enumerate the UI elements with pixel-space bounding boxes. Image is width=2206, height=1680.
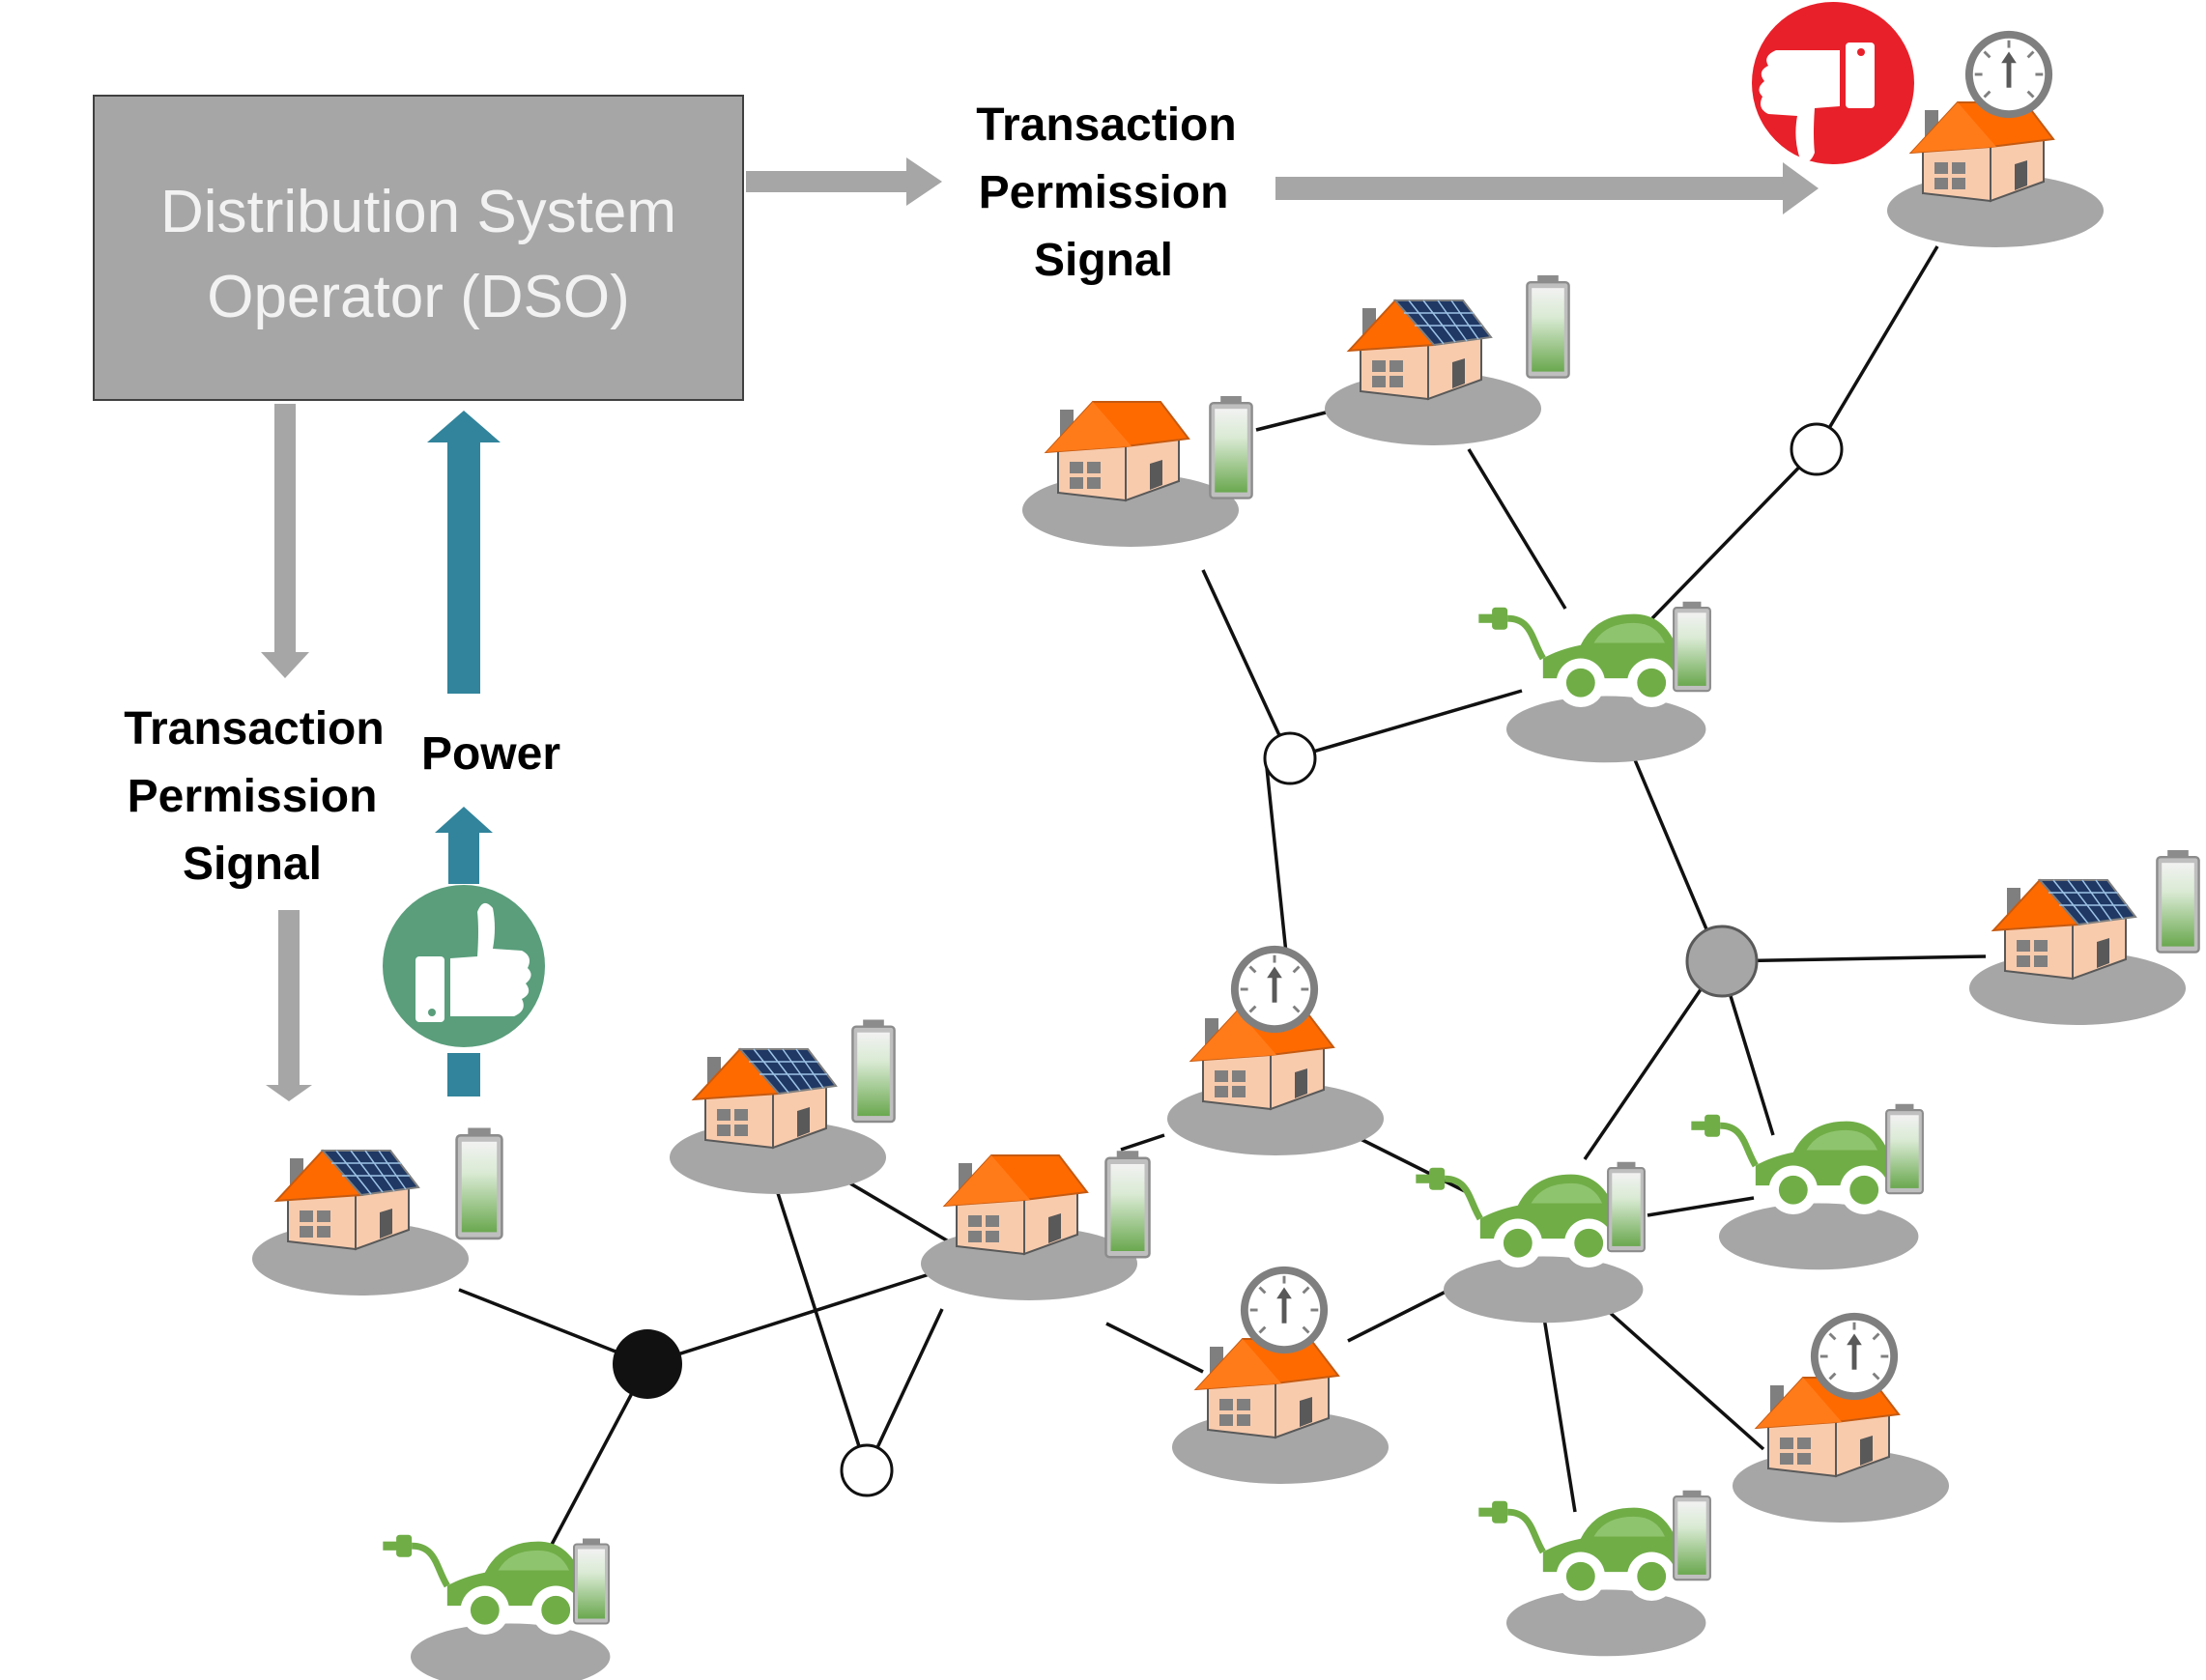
- ev-4: [1416, 1160, 1645, 1324]
- power-label: Power: [421, 728, 560, 780]
- house-1: [920, 1149, 1151, 1301]
- dso-title-line-2: Operator (DSO): [207, 264, 630, 330]
- left-signal-label-1: Transaction: [124, 703, 384, 755]
- house-2: [1021, 394, 1254, 548]
- network-junctions: [613, 422, 1844, 1497]
- junction: [840, 1443, 894, 1497]
- junction: [1790, 422, 1844, 476]
- house-meter-3: [1886, 31, 2105, 248]
- ev-5: [1478, 1489, 1712, 1657]
- solar-house-2: [669, 1018, 896, 1195]
- signal-arrow-top-right: [1275, 162, 1819, 214]
- power-arrow-lower: [435, 807, 493, 1096]
- signal-arrow-down-lower: [266, 910, 312, 1101]
- thumbs-up-icon: [383, 885, 545, 1047]
- left-signal-label-3: Signal: [183, 839, 322, 890]
- dso-box: Distribution System Operator (DSO): [93, 95, 744, 401]
- top-signal-label-3: Signal: [1034, 235, 1173, 286]
- ev-1: [383, 1535, 610, 1680]
- power-arrow-upper: [427, 411, 501, 694]
- meter-gauge-icon: [1811, 1313, 1898, 1400]
- ev-3: [1691, 1102, 1925, 1270]
- solar-house-4: [1968, 848, 2201, 1026]
- meter-gauge-icon: [1231, 946, 1318, 1033]
- house-meter-4: [1732, 1313, 1950, 1523]
- top-signal-label-2: Permission: [979, 167, 1229, 218]
- ev-2: [1478, 600, 1712, 763]
- dso-title-line-1: Distribution System: [160, 179, 676, 245]
- thumbs-down-icon: [1752, 2, 1914, 164]
- solar-house-1: [251, 1126, 503, 1296]
- hub-gray: [1685, 925, 1759, 998]
- house-meter-1: [1166, 946, 1385, 1156]
- meter-gauge-icon: [1241, 1267, 1328, 1353]
- top-signal-label-1: Transaction: [976, 100, 1236, 151]
- signal-arrow-top-left: [746, 157, 942, 206]
- junction: [1263, 731, 1317, 785]
- house-meter-2: [1171, 1267, 1389, 1485]
- solar-house-3: [1324, 273, 1571, 446]
- meter-gauge-icon: [1965, 31, 2052, 118]
- signal-arrow-down-upper: [261, 404, 309, 678]
- hub-black: [613, 1329, 682, 1399]
- left-signal-label-2: Permission: [128, 771, 378, 822]
